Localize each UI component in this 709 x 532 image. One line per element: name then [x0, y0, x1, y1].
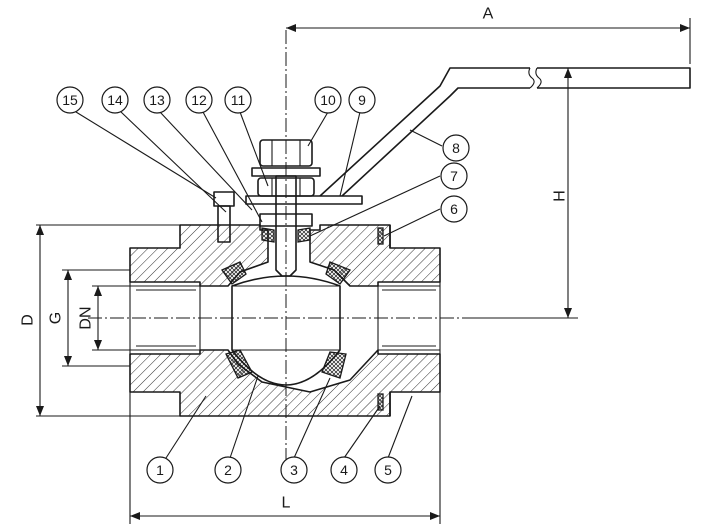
- svg-text:11: 11: [231, 92, 246, 108]
- part-bubbles: 15 14 13 12 11 10 9 8: [56, 86, 470, 484]
- seat-lower-left: [225, 349, 253, 379]
- handle: [319, 67, 691, 197]
- svg-text:13: 13: [149, 92, 165, 108]
- dimension-A: A: [286, 6, 691, 64]
- leader-lines: [75, 111, 443, 459]
- svg-text:3: 3: [290, 462, 298, 478]
- gasket-bottom: [377, 393, 384, 411]
- dim-label-D: D: [20, 314, 37, 326]
- dim-label-H: H: [552, 190, 569, 202]
- dimension-DN: DN: [78, 285, 130, 351]
- svg-text:12: 12: [191, 92, 207, 108]
- centerlines: [88, 30, 470, 460]
- seat-lower-right: [321, 351, 347, 379]
- stop-pin: [217, 205, 231, 243]
- stem-packing-left: [261, 227, 275, 243]
- svg-text:10: 10: [320, 92, 336, 108]
- part-bubble-2: 2: [214, 456, 242, 484]
- part-bubble-8: 8: [442, 134, 470, 162]
- part-bubble-11: 11: [224, 86, 252, 114]
- seat-upper-left: [221, 261, 247, 285]
- svg-text:8: 8: [452, 140, 460, 156]
- valve-body: [129, 224, 441, 417]
- dimension-G: G: [48, 269, 130, 367]
- part-bubble-14: 14: [101, 86, 129, 114]
- svg-text:14: 14: [107, 92, 123, 108]
- gasket-top: [377, 227, 384, 245]
- svg-text:6: 6: [450, 201, 458, 217]
- part-bubble-10: 10: [314, 86, 342, 114]
- part-bubble-15: 15: [56, 86, 84, 114]
- svg-text:4: 4: [340, 462, 348, 478]
- part-bubble-5: 5: [374, 456, 402, 484]
- part-bubble-6: 6: [440, 195, 468, 223]
- body-lower: [129, 349, 441, 417]
- seat-upper-right: [325, 261, 352, 285]
- seats: [221, 261, 352, 379]
- body-gaskets: [377, 227, 384, 411]
- part-bubble-9: 9: [348, 86, 376, 114]
- svg-text:9: 9: [358, 92, 366, 108]
- handle-lever: [319, 67, 691, 197]
- dim-label-A: A: [483, 6, 494, 23]
- dim-label-G: G: [48, 312, 65, 324]
- dim-label-L: L: [282, 495, 291, 512]
- part-bubble-1: 1: [146, 456, 174, 484]
- body-upper: [129, 224, 269, 287]
- svg-text:5: 5: [384, 462, 392, 478]
- part-bubble-3: 3: [280, 456, 308, 484]
- part-bubble-4: 4: [330, 456, 358, 484]
- dimension-D: D: [20, 224, 180, 417]
- part-bubble-12: 12: [185, 86, 213, 114]
- svg-text:1: 1: [156, 462, 164, 478]
- part-bubble-13: 13: [143, 86, 171, 114]
- svg-text:2: 2: [224, 462, 232, 478]
- dimension-L: L: [129, 392, 441, 524]
- svg-text:7: 7: [450, 168, 458, 184]
- dim-label-DN: DN: [78, 306, 95, 329]
- part-bubble-7: 7: [440, 162, 468, 190]
- dimension-H: H: [470, 68, 578, 319]
- stem-packing-right: [297, 227, 311, 243]
- svg-text:15: 15: [62, 92, 78, 108]
- handle-plate: [245, 195, 363, 205]
